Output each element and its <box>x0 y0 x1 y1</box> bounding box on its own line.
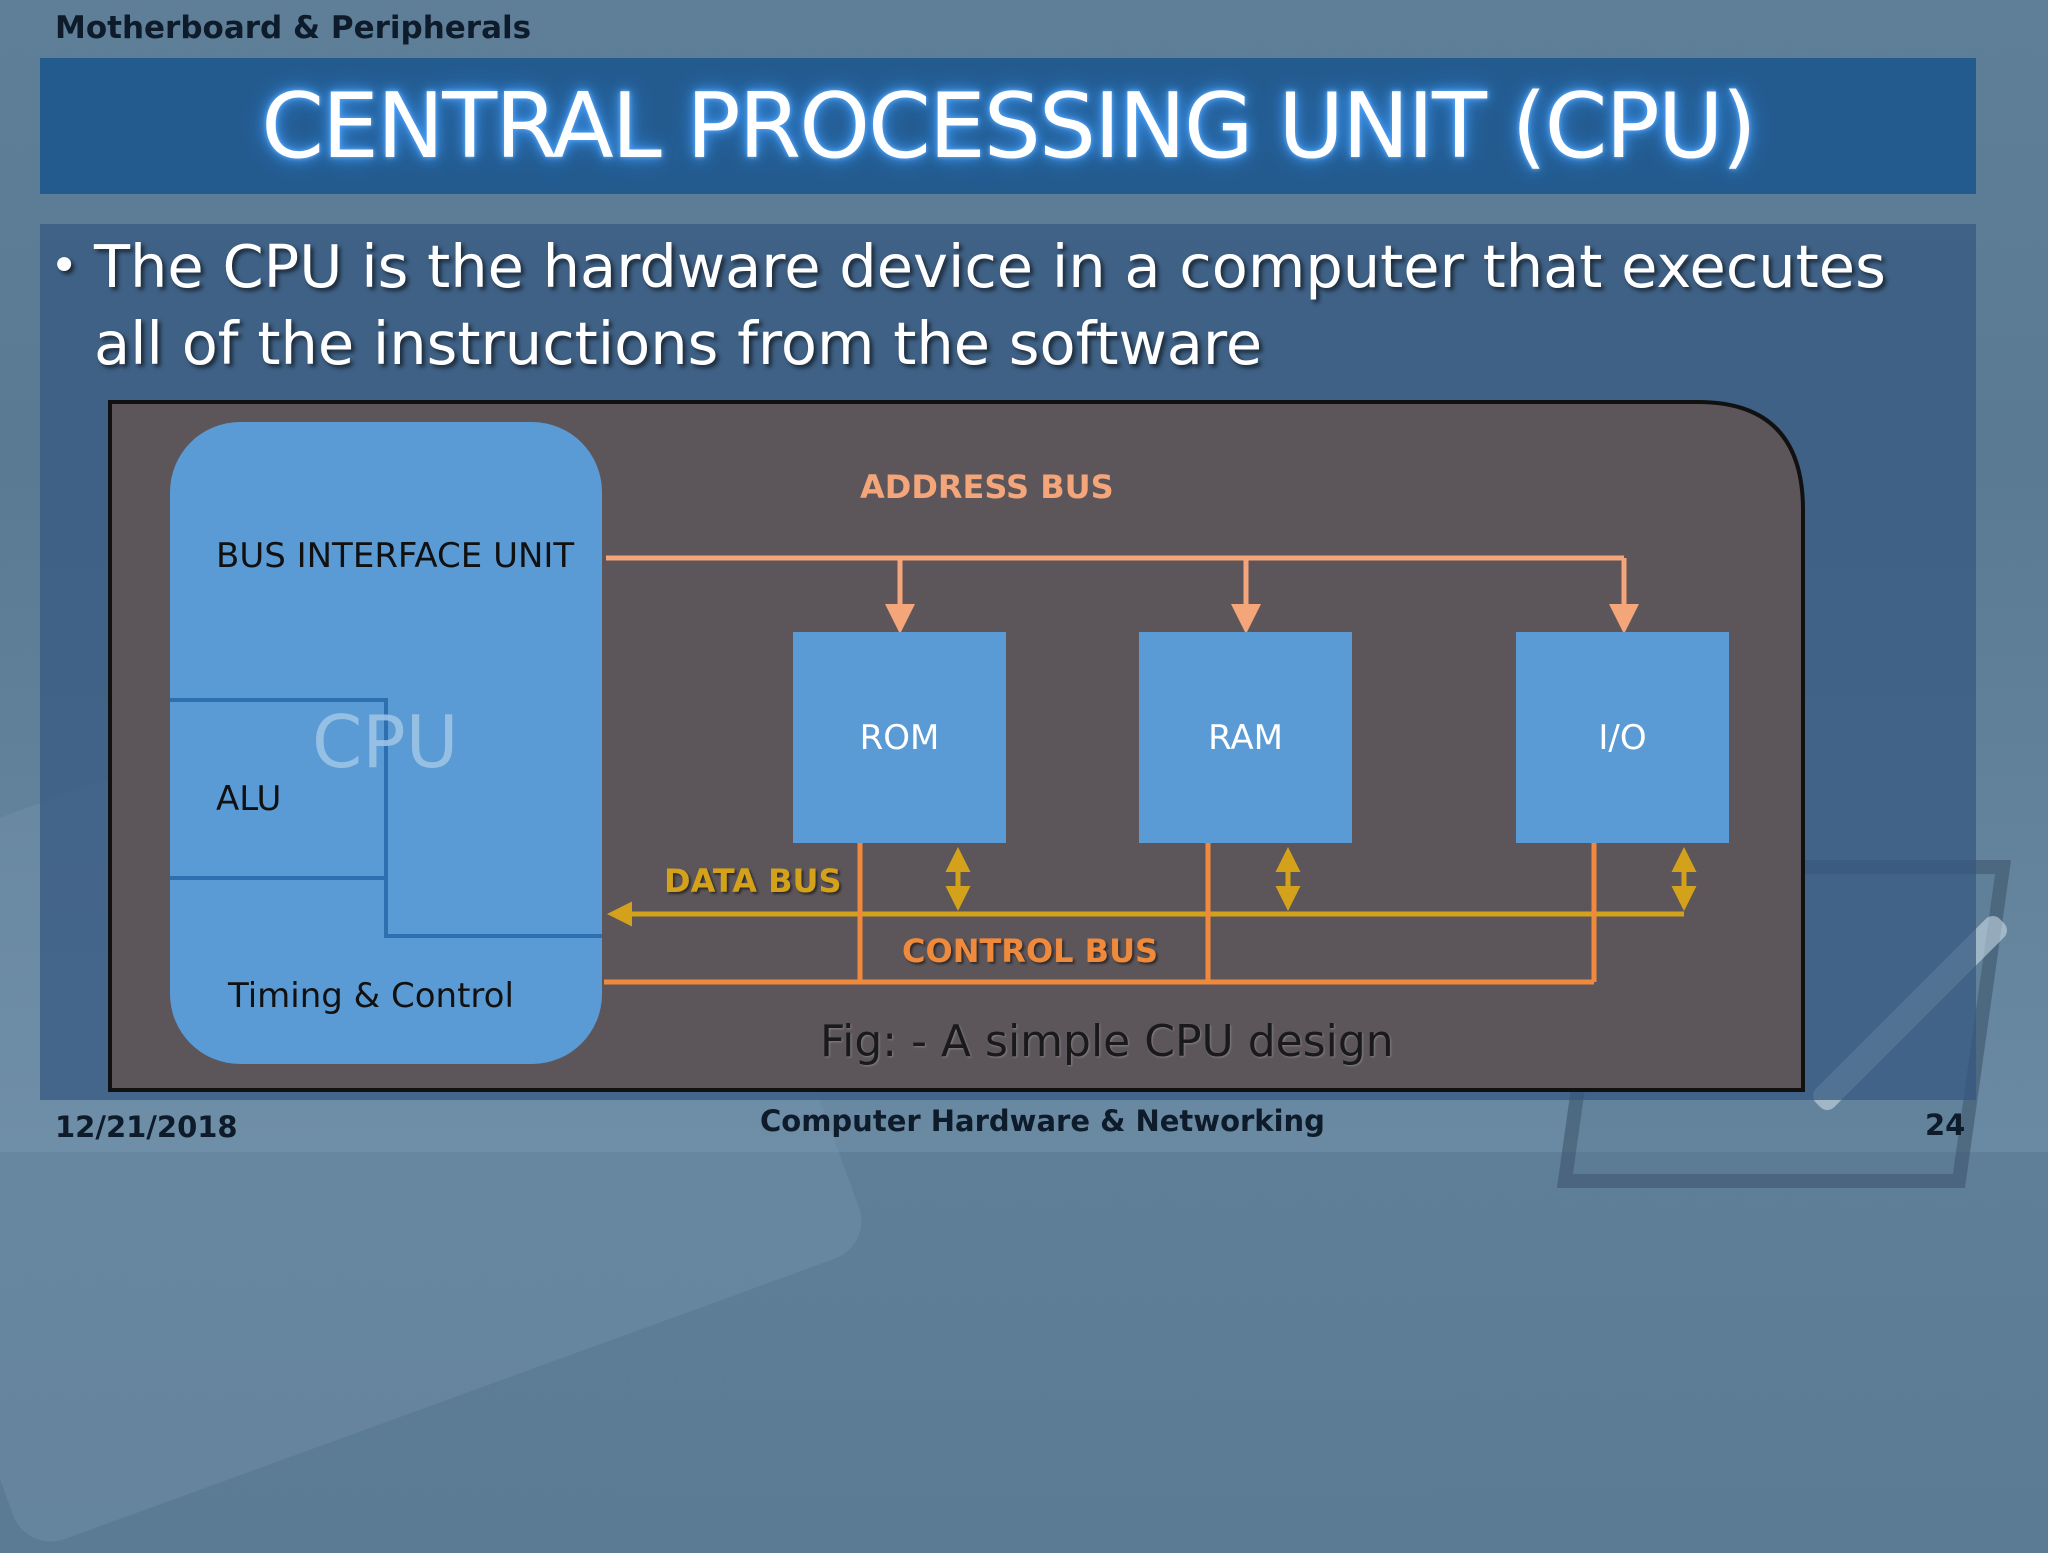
figure-caption: Fig: - A simple CPU design <box>820 1016 1394 1067</box>
footer-course: Computer Hardware & Networking <box>760 1104 1325 1138</box>
slide-header: Motherboard & Peripherals <box>55 10 532 46</box>
bullet-text: The CPU is the hardware device in a comp… <box>94 232 1886 378</box>
cpu-divider <box>170 698 602 938</box>
data-bus-label: DATA BUS <box>664 862 842 900</box>
ram-label: RAM <box>1208 718 1283 758</box>
ram-block <box>1139 632 1352 843</box>
title-band: CENTRAL PROCESSING UNIT (CPU) <box>40 58 1976 194</box>
footer-page-number: 24 <box>1925 1108 1966 1142</box>
io-label: I/O <box>1598 718 1647 758</box>
rom-label: ROM <box>859 718 940 758</box>
bullet-point: • The CPU is the hardware device in a co… <box>50 228 1950 382</box>
address-bus-label: ADDRESS BUS <box>860 468 1114 506</box>
io-block <box>1516 632 1729 843</box>
cpu-watermark: CPU <box>312 700 459 784</box>
diagram-canvas <box>108 400 1805 1092</box>
bullet-dot-icon: • <box>50 238 79 294</box>
footer-date: 12/21/2018 <box>55 1110 238 1144</box>
control-bus-label: CONTROL BUS <box>902 932 1159 970</box>
rom-block <box>793 632 1006 843</box>
slide-title: CENTRAL PROCESSING UNIT (CPU) <box>261 73 1757 179</box>
timing-control-label: Timing & Control <box>228 976 514 1016</box>
alu-label: ALU <box>216 779 282 819</box>
bus-interface-label: BUS INTERFACE UNIT <box>216 536 575 576</box>
cpu-diagram: CPU BUS INTERFACE UNIT ALU Timing & Cont… <box>108 400 1808 1092</box>
